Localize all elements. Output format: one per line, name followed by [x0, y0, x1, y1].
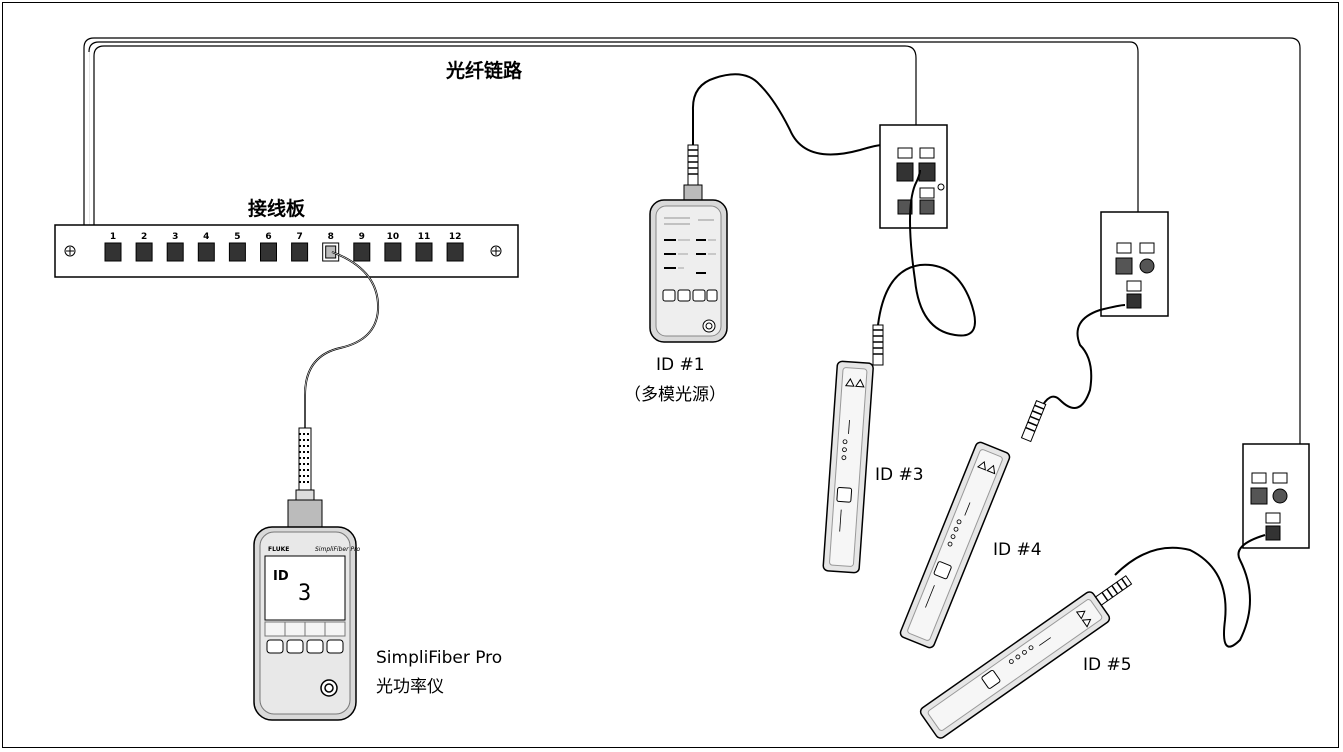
meter-screen [264, 555, 346, 621]
panel-port-1 [104, 242, 122, 262]
id3-remote-probe [822, 360, 874, 574]
meter-connector [287, 427, 323, 531]
panel-port-7 [291, 242, 309, 262]
meter-model: SimpliFiber Pro [315, 546, 361, 553]
meter-brand: FLUKE [268, 546, 289, 553]
multimode-source-device [649, 199, 728, 343]
patch-panel-label: 接线板 [248, 198, 306, 220]
source-cable [691, 73, 886, 156]
panel-port-11 [415, 242, 433, 262]
id3-label: ID #3 [875, 465, 924, 485]
panel-port-plug [325, 245, 337, 259]
simplifiber-pro-meter: FLUKE SimpliFiber Pro ID 3 [253, 526, 361, 721]
id1-label: ID #1 [656, 355, 705, 375]
port-number-12: 12 [449, 232, 462, 242]
source-connector [683, 144, 703, 202]
meter-name-label: SimpliFiber Pro [376, 648, 503, 668]
port-number-9: 9 [359, 232, 365, 242]
wall-outlet-1 [879, 124, 948, 229]
id1-sublabel: （多模光源） [624, 385, 726, 405]
port-number-7: 7 [296, 232, 302, 242]
port-number-5: 5 [234, 232, 240, 242]
id4-remote-probe [899, 441, 1011, 649]
panel-screw-left [64, 245, 76, 257]
panel-screw-right [490, 245, 502, 257]
meter-patch-cable [304, 251, 380, 428]
fiber-link-cables [83, 37, 1301, 465]
id5-label: ID #5 [1083, 655, 1132, 675]
id4-connector [1020, 400, 1047, 443]
panel-port-5 [228, 242, 246, 262]
panel-port-6 [260, 242, 277, 262]
wall-outlet-3 [1242, 443, 1310, 549]
id5-remote-probe [919, 591, 1111, 739]
meter-buttons [266, 639, 344, 654]
id3-cable [877, 169, 976, 337]
port-number-6: 6 [265, 232, 271, 242]
panel-port-10 [384, 242, 402, 262]
id5-connector [1092, 575, 1133, 608]
wall-outlet-2 [1100, 211, 1169, 317]
panel-port-9 [353, 242, 371, 262]
panel-port-4 [197, 242, 215, 262]
source-buttons [662, 289, 718, 302]
port-number-1: 1 [110, 232, 116, 242]
meter-sub-label: 光功率仪 [376, 677, 444, 697]
meter-screen-value: 3 [298, 581, 311, 606]
port-number-4: 4 [203, 232, 209, 242]
meter-power-button [320, 679, 338, 697]
port-number-10: 10 [387, 232, 400, 242]
id4-label: ID #4 [993, 540, 1042, 560]
id5-cable [1114, 534, 1266, 648]
panel-port-12 [446, 242, 464, 262]
fiber-link-label: 光纤链路 [446, 60, 523, 82]
port-number-11: 11 [418, 232, 431, 242]
id3-connector [872, 324, 884, 366]
meter-screen-mode: ID [273, 569, 289, 584]
id4-cable [1039, 304, 1126, 411]
panel-port-3 [166, 242, 184, 262]
port-number-3: 3 [172, 232, 178, 242]
port-number-2: 2 [141, 232, 147, 242]
panel-port-2 [135, 242, 153, 262]
port-number-8: 8 [328, 232, 334, 242]
